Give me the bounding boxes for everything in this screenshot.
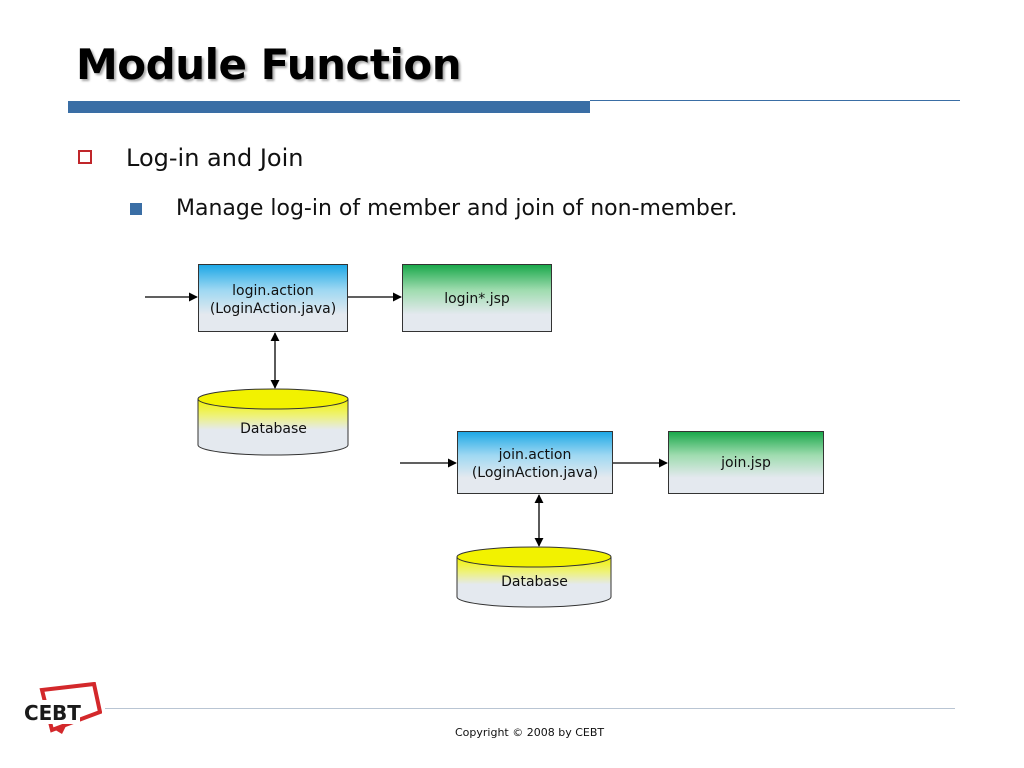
login-action-name: login.action bbox=[232, 283, 314, 299]
join-action-class: (LoginAction.java) bbox=[471, 465, 599, 481]
slide-title: Module Function bbox=[76, 40, 462, 89]
login-action-class: (LoginAction.java) bbox=[209, 301, 337, 317]
database-1-label: Database bbox=[240, 421, 307, 437]
title-underline-thin bbox=[590, 100, 960, 101]
database-icon bbox=[456, 546, 612, 608]
login-jsp-box: login*.jsp bbox=[402, 264, 552, 332]
join-action-box: join.action (LoginAction.java) bbox=[457, 431, 613, 494]
database-cylinder-1: Database bbox=[197, 387, 350, 457]
join-jsp-box: join.jsp bbox=[668, 431, 824, 494]
database-2-label: Database bbox=[501, 574, 568, 590]
database-icon bbox=[197, 388, 349, 456]
svg-text:CE: CE bbox=[24, 701, 52, 725]
database-cylinder-2: Database bbox=[456, 545, 613, 609]
join-jsp-label: join.jsp bbox=[721, 455, 771, 471]
hollow-square-bullet-icon bbox=[78, 150, 92, 164]
join-action-name: join.action bbox=[498, 447, 572, 463]
title-underline-thick bbox=[68, 101, 590, 113]
cebt-logo: CE BT bbox=[22, 681, 103, 742]
svg-text:BT: BT bbox=[52, 701, 81, 725]
login-action-box: login.action (LoginAction.java) bbox=[198, 264, 348, 332]
bullet-level-1: Log-in and Join bbox=[126, 144, 304, 172]
copyright-text: Copyright © 2008 by CEBT bbox=[455, 726, 605, 739]
filled-square-bullet-icon bbox=[130, 203, 142, 215]
cebt-logo-icon: CE BT bbox=[22, 681, 103, 734]
bullet-level-2: Manage log-in of member and join of non-… bbox=[176, 196, 738, 221]
footer-divider bbox=[105, 708, 955, 709]
login-jsp-label: login*.jsp bbox=[444, 291, 510, 307]
